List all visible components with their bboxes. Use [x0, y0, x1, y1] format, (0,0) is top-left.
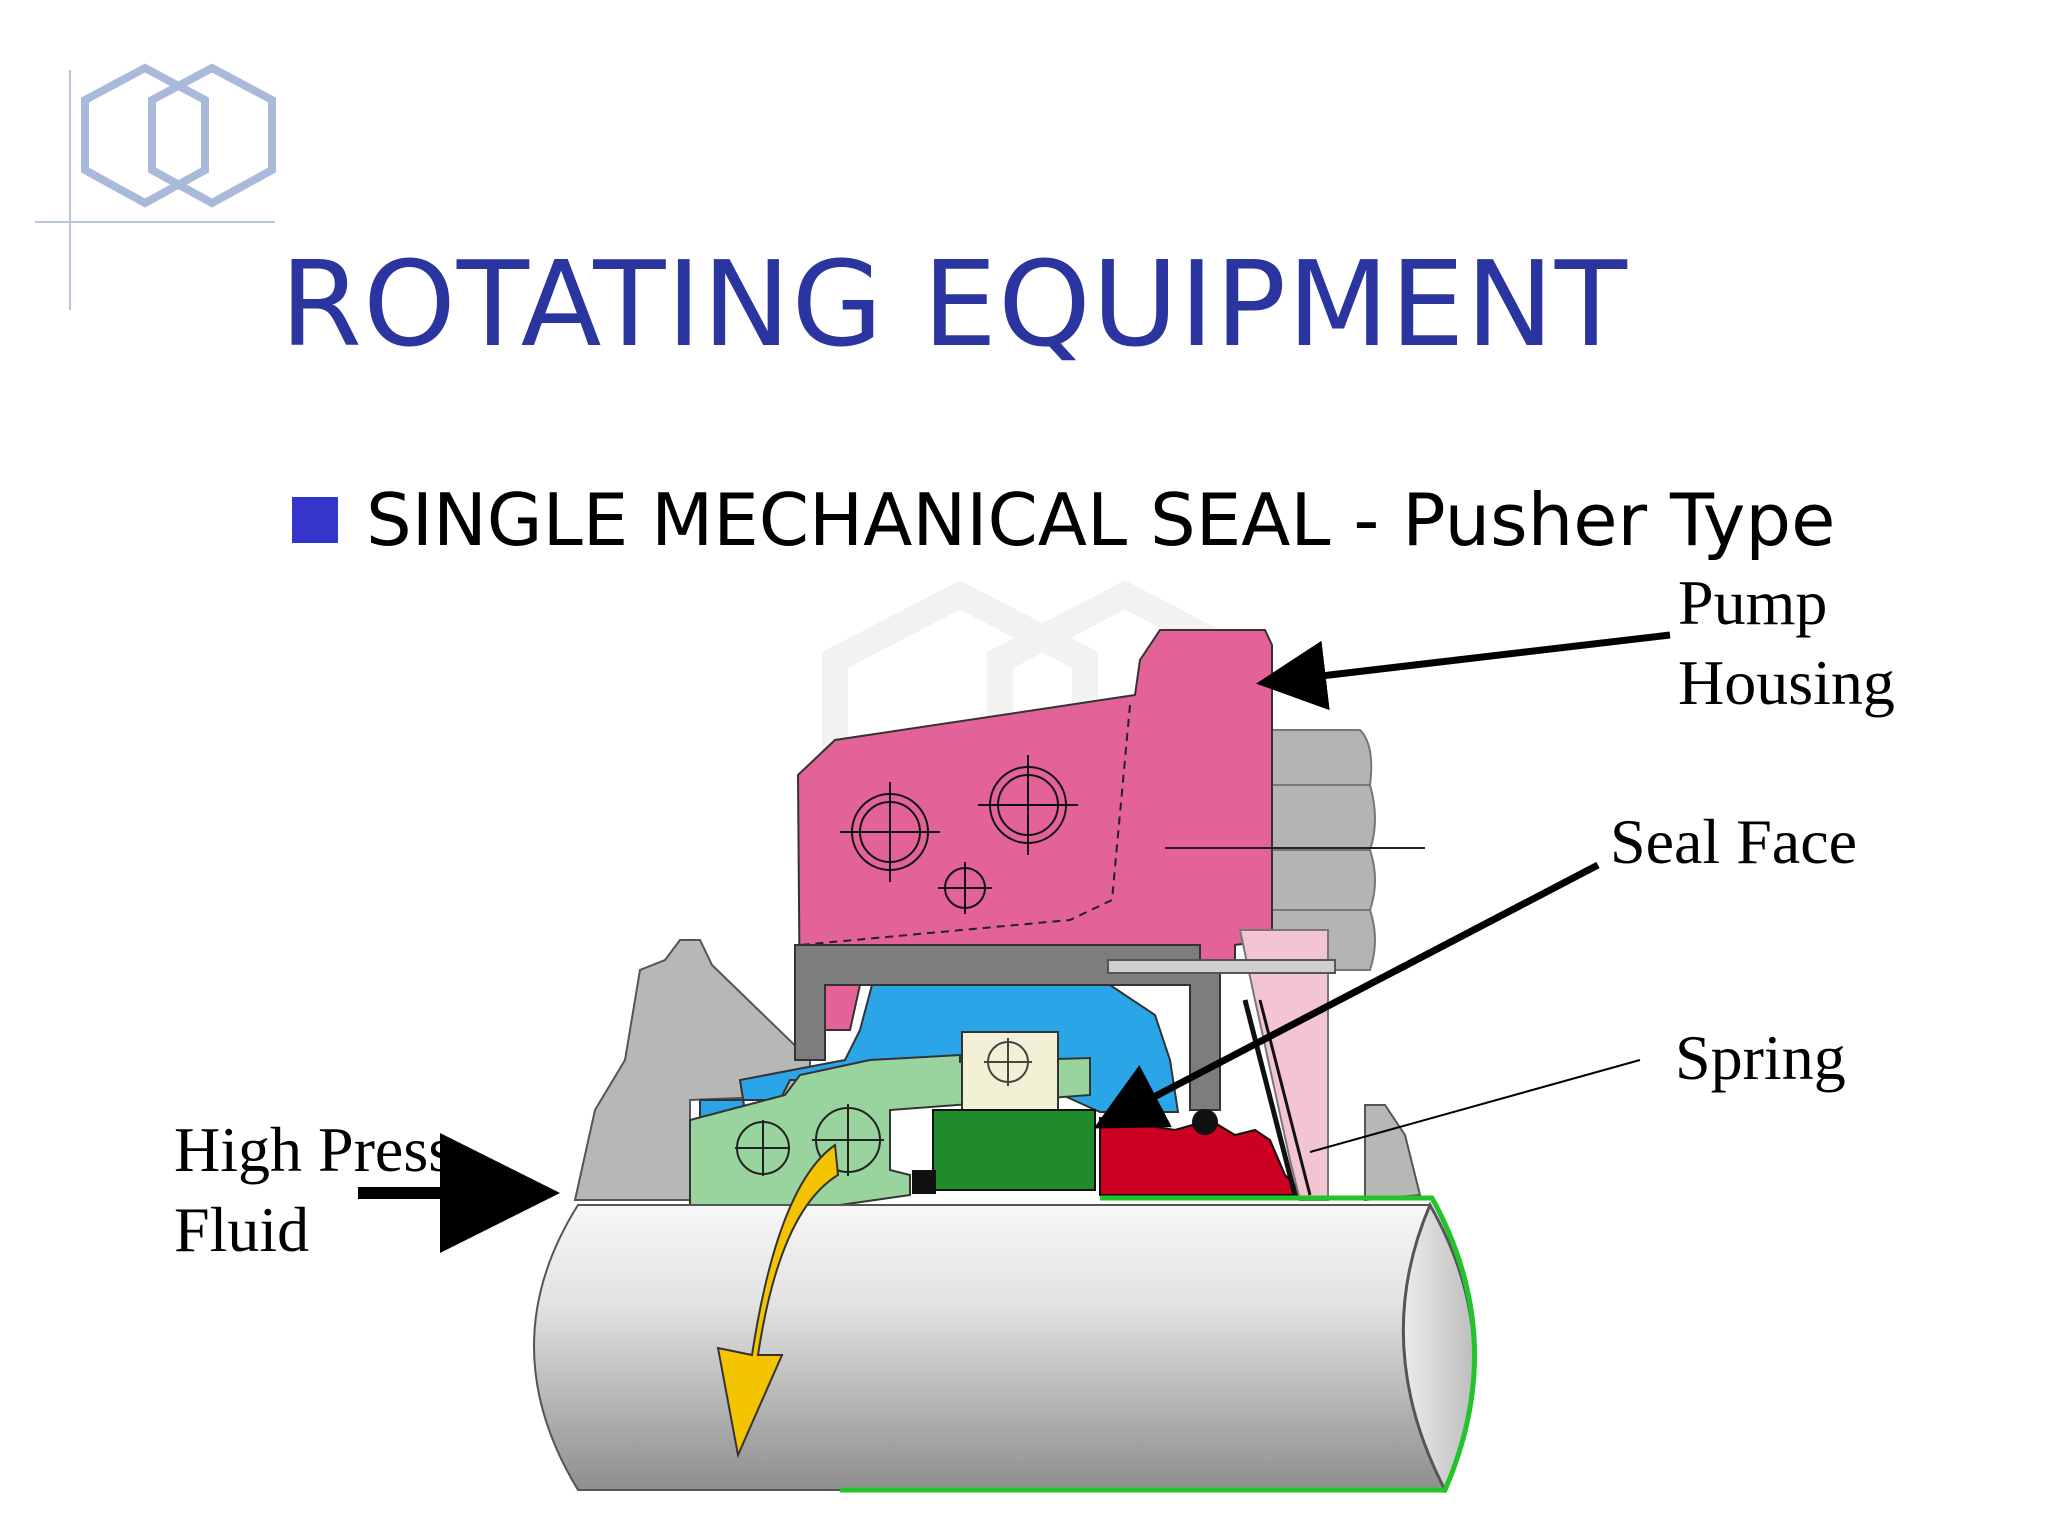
shaft: [533, 1195, 1478, 1494]
label-fluid: Fluid: [174, 1194, 310, 1265]
bullet-square-icon: [292, 497, 338, 543]
bullet-text: SINGLE MECHANICAL SEAL - Pusher Type: [366, 478, 1836, 562]
label-spring: Spring: [1675, 1022, 1846, 1093]
seal-face-pointer: [1093, 861, 1600, 1129]
bolt-hole-icon: [840, 755, 1078, 914]
drive-collar: [961, 1031, 1059, 1113]
label-pump: Pump: [1678, 567, 1828, 638]
label-housing: Housing: [1678, 647, 1895, 718]
label-seal-face: Seal Face: [1610, 806, 1857, 877]
pump-housing: [796, 629, 1273, 1031]
slide-title: ROTATING EQUIPMENT: [280, 235, 1628, 373]
label-high-press-fluid: High Press Fluid: [174, 1110, 453, 1270]
bullet-item: SINGLE MECHANICAL SEAL - Pusher Type: [292, 478, 1835, 562]
rotation-arrow-icon: [716, 1143, 840, 1459]
label-high-press: High Press: [174, 1114, 454, 1185]
spring-pointer: [1309, 1059, 1641, 1153]
label-pump-housing: Pump Housing: [1678, 563, 1895, 723]
left-casing: [573, 939, 811, 1201]
pump-housing-pointer: [1256, 631, 1671, 711]
double-hexagon-logo-icon: [35, 63, 276, 310]
seal-face: [932, 1109, 1096, 1191]
